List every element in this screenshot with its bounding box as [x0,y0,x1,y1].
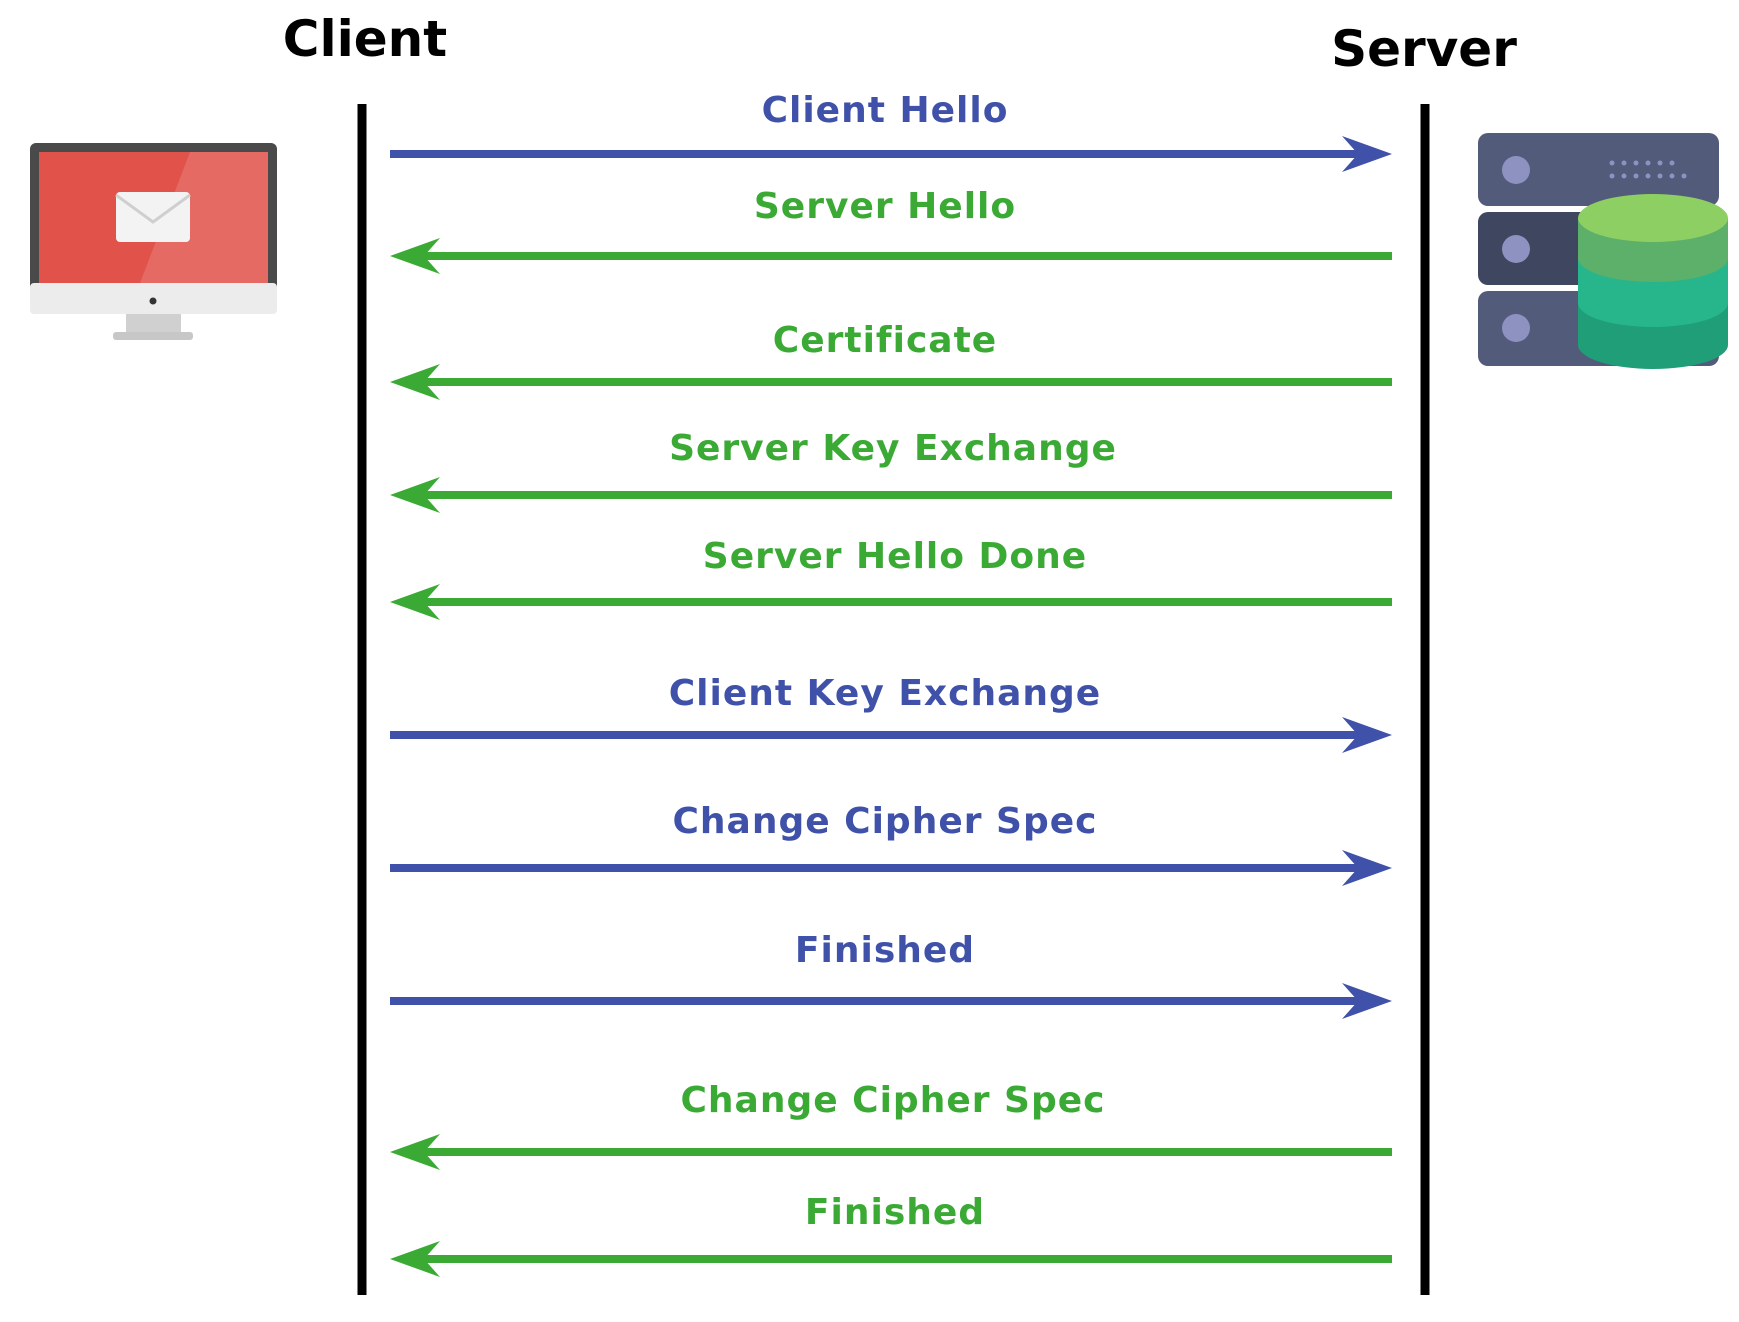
message-arrowhead [390,364,440,400]
message-7: Change Cipher Spec [390,801,1392,886]
message-arrowhead [1342,983,1392,1019]
message-label: Certificate [773,320,997,361]
message-4: Server Key Exchange [390,428,1392,513]
monitor-mail-icon [30,143,277,340]
message-label: Change Cipher Spec [672,801,1097,842]
server-label: Server [1331,20,1517,78]
message-label: Server Hello Done [703,536,1087,577]
message-label: Change Cipher Spec [680,1080,1105,1121]
message-label: Client Key Exchange [669,673,1101,714]
message-label: Finished [795,930,975,971]
message-9: Change Cipher Spec [390,1080,1392,1170]
message-8: Finished [390,930,1392,1019]
message-arrowhead [390,584,440,620]
message-arrowhead [390,477,440,513]
message-label: Client Hello [762,90,1009,131]
message-3: Certificate [390,320,1392,400]
message-1: Client Hello [390,90,1392,172]
message-arrowhead [1342,717,1392,753]
client-label: Client [283,10,447,68]
envelope-icon [115,192,191,242]
message-arrowhead [1342,136,1392,172]
message-label: Finished [805,1192,985,1233]
message-5: Server Hello Done [390,536,1392,620]
server-database-icon [1478,133,1728,369]
message-label: Server Key Exchange [669,428,1117,469]
message-2: Server Hello [390,186,1392,274]
message-label: Server Hello [754,186,1016,227]
message-arrowhead [1342,850,1392,886]
message-arrowhead [390,1241,440,1277]
message-6: Client Key Exchange [390,673,1392,753]
message-10: Finished [390,1192,1392,1277]
message-arrowhead [390,238,440,274]
message-arrowhead [390,1134,440,1170]
